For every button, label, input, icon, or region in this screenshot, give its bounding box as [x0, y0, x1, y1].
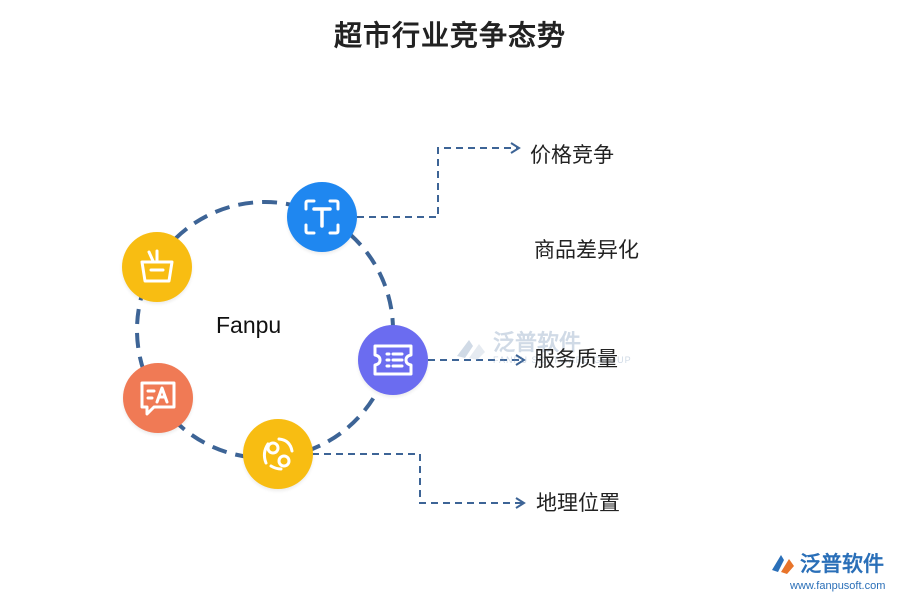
connector-price [357, 147, 518, 218]
translate-chat-icon [140, 381, 176, 416]
label-price: 价格竞争 [530, 143, 614, 167]
watermark: 泛普软件 FANPU SOFTWARE GROUP [455, 333, 632, 365]
brand-url: www.fanpusoft.com [790, 580, 886, 592]
node-price [287, 182, 357, 252]
watermark-logo-icon [457, 340, 485, 360]
ticket-list-icon [373, 344, 413, 376]
arrow-service [515, 354, 526, 366]
basket-icon [140, 249, 174, 283]
orbit-icon [262, 437, 294, 471]
label-differentiation: 商品差异化 [534, 238, 639, 262]
node-chat [123, 363, 193, 433]
text-t-icon [304, 199, 340, 235]
watermark-sub: FANPU SOFTWARE GROUP [493, 355, 632, 365]
page-title: 超市行业竞争态势 [333, 19, 566, 52]
label-location: 地理位置 [536, 491, 620, 515]
node-location [243, 419, 313, 489]
arrow-location [515, 497, 526, 509]
brand-logo-icon [772, 555, 794, 574]
center-label: Fanpu [216, 312, 282, 338]
arrow-price [510, 142, 521, 154]
label-service: 服务质量 [534, 347, 618, 371]
node-basket [122, 232, 192, 302]
node-service [358, 325, 428, 395]
connector-location [312, 453, 523, 504]
brand-name: 泛普软件 [800, 551, 884, 576]
watermark-name: 泛普软件 [493, 331, 582, 356]
brand-logo: 泛普软件 [770, 552, 884, 576]
